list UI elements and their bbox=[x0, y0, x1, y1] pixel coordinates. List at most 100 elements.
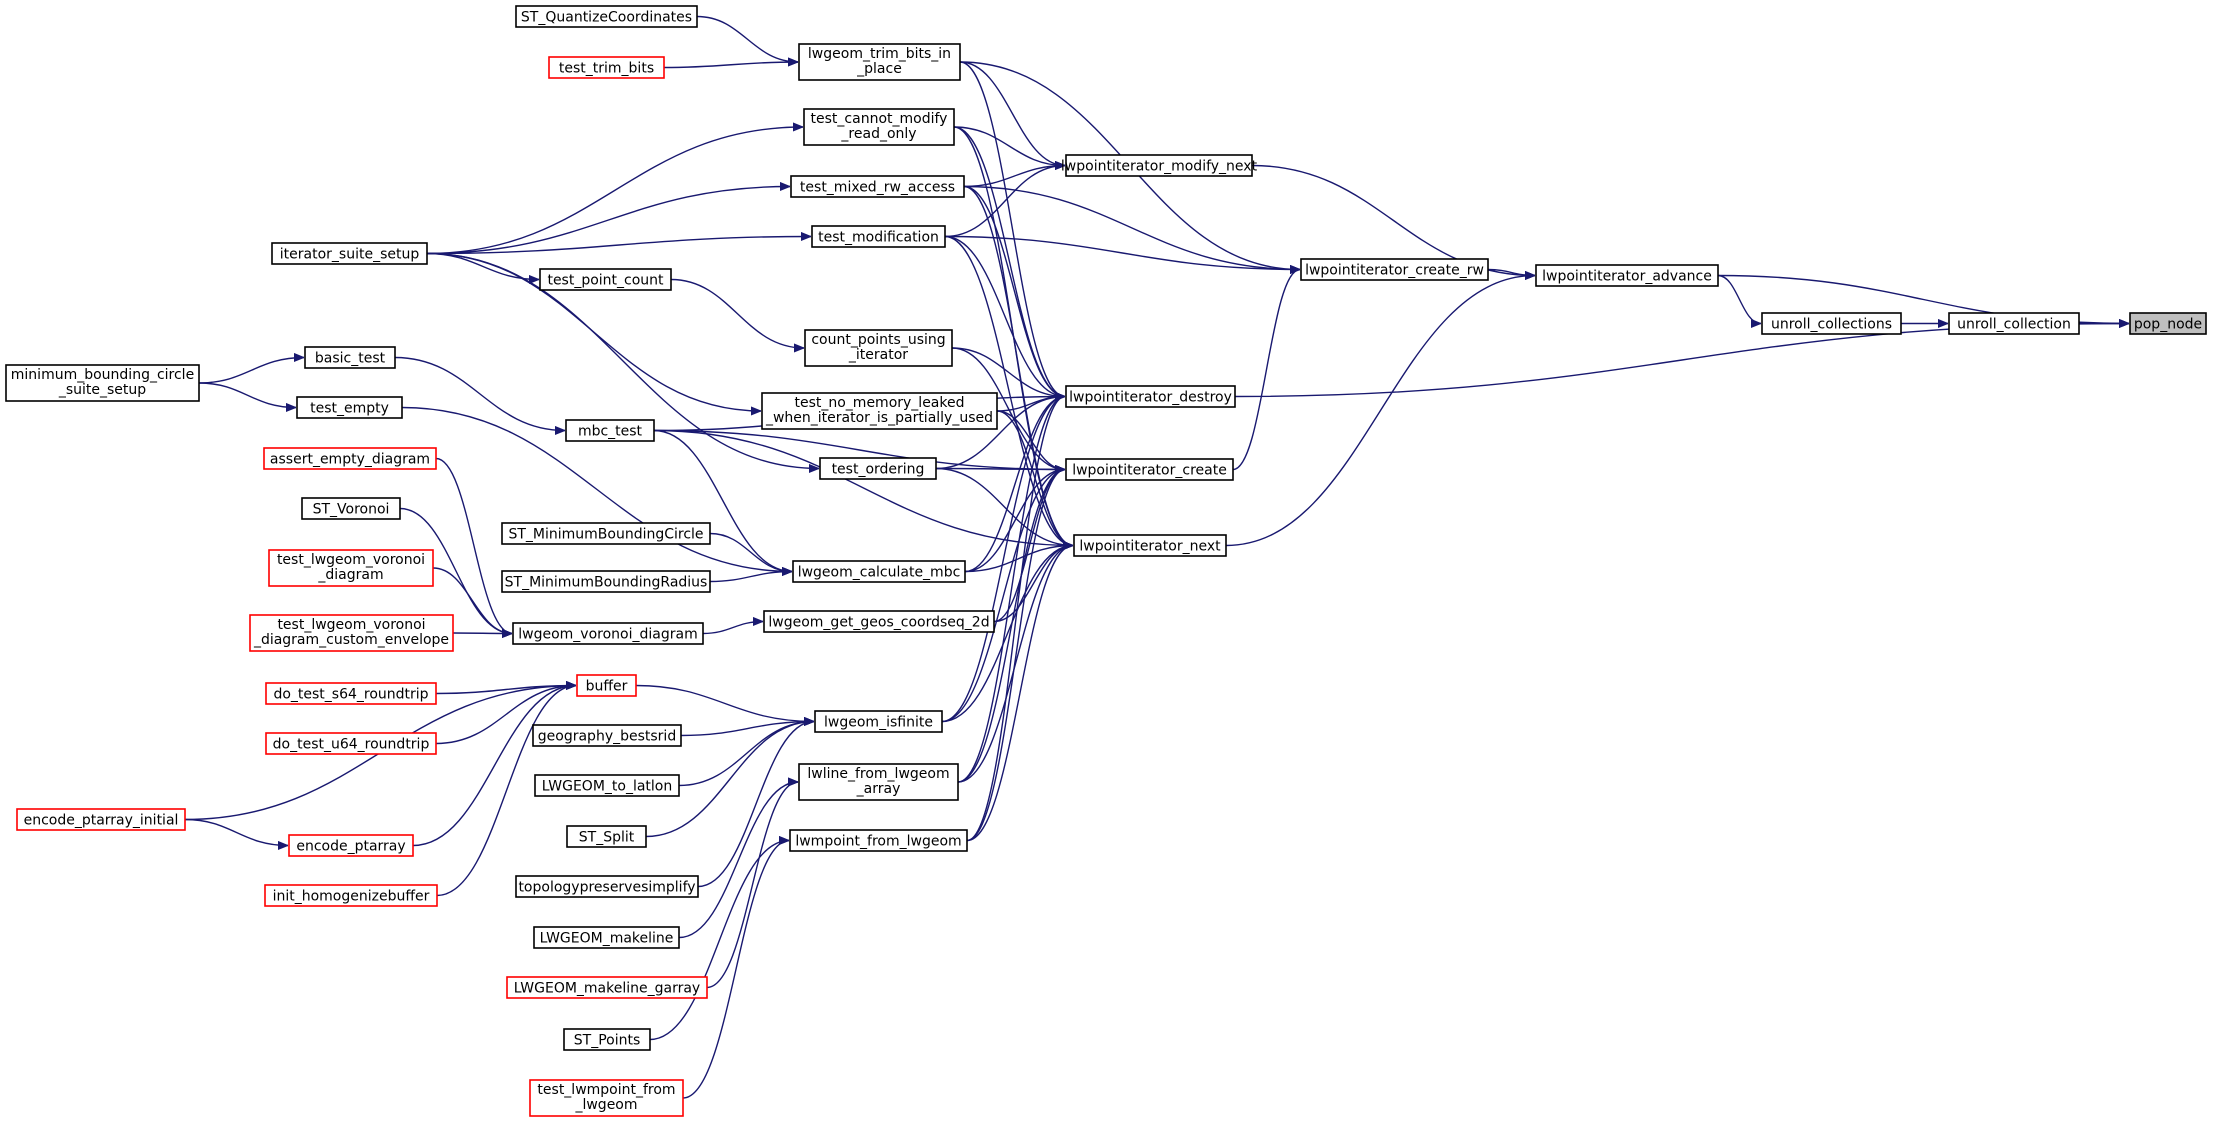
edge-test_lwgeom_voronoi_diagram-to-lwgeom_voronoi_diagram bbox=[432, 567, 512, 634]
edge-lwgeom_calculate_mbc-to-lwpointiterator_create bbox=[964, 470, 1065, 573]
node-unroll-collection[interactable]: unroll_collection bbox=[1948, 312, 2080, 335]
node-assert-empty-diagram[interactable]: assert_empty_diagram bbox=[263, 447, 437, 470]
node-label: test_lwgeom_voronoi bbox=[277, 552, 425, 568]
node-label: init_homogenizebuffer bbox=[273, 889, 430, 905]
node-test-no-memory-leaked[interactable]: test_no_memory_leaked_when_iterator_is_p… bbox=[761, 392, 998, 430]
node-test-empty[interactable]: test_empty bbox=[296, 396, 403, 419]
node-st-voronoi[interactable]: ST_Voronoi bbox=[301, 497, 401, 520]
node-label: basic_test bbox=[315, 351, 386, 367]
edge-lwpointiterator_next-to-lwpointiterator_advance bbox=[1225, 276, 1535, 547]
node-encode-ptarray-initial[interactable]: encode_ptarray_initial bbox=[16, 808, 186, 831]
node-mbc-test[interactable]: mbc_test bbox=[565, 419, 655, 442]
edge-test_mixed_rw_access-to-lwpointiterator_destroy bbox=[963, 185, 1066, 397]
edge-test_modification-to-lwpointiterator_modify_next bbox=[944, 166, 1065, 238]
node-lwpointiterator-create[interactable]: lwpointiterator_create bbox=[1065, 458, 1234, 481]
node-lwgeom-voronoi-diagram[interactable]: lwgeom_voronoi_diagram bbox=[512, 622, 704, 645]
edge-topologypreservesimplify-to-lwgeom_isfinite bbox=[697, 722, 814, 888]
edge-test_mixed_rw_access-to-lwpointiterator_modify_next bbox=[963, 166, 1065, 188]
node-lwmpoint-from-lwgeom[interactable]: lwmpoint_from_lwgeom bbox=[789, 829, 968, 852]
node-label: test_point_count bbox=[547, 273, 664, 289]
edge-test_mixed_rw_access-to-lwpointiterator_create_rw bbox=[963, 185, 1300, 270]
node-label: lwgeom_trim_bits_in bbox=[808, 46, 951, 62]
node-label: test_trim_bits bbox=[559, 61, 654, 77]
node-test-trim-bits[interactable]: test_trim_bits bbox=[548, 56, 665, 79]
edge-lwpointiterator_create-to-lwpointiterator_create_rw bbox=[1232, 270, 1301, 471]
node-label: _array bbox=[856, 781, 901, 797]
edge-lwgeom_calculate_mbc-to-lwpointiterator_destroy bbox=[964, 397, 1066, 573]
edge-LWGEOM_makeline_garray-to-lwline_from_lwgeom_array bbox=[706, 782, 799, 989]
node-st-quantizecoordinates[interactable]: ST_QuantizeCoordinates bbox=[515, 5, 698, 28]
node-label: geography_bestsrid bbox=[538, 729, 676, 745]
node-lwpointiterator-next[interactable]: lwpointiterator_next bbox=[1073, 534, 1227, 557]
node-test-mixed-rw-access[interactable]: test_mixed_rw_access bbox=[790, 175, 965, 198]
node-lwpointiterator-destroy[interactable]: lwpointiterator_destroy bbox=[1065, 385, 1236, 408]
node-label: _iterator bbox=[848, 347, 908, 363]
node-st-minimumboundingradius[interactable]: ST_MinimumBoundingRadius bbox=[501, 570, 711, 593]
node-label: test_lwmpoint_from bbox=[537, 1082, 675, 1098]
node-lwgeom-to-latlon[interactable]: LWGEOM_to_latlon bbox=[534, 774, 680, 797]
node-lwpointiterator-advance[interactable]: lwpointiterator_advance bbox=[1535, 264, 1719, 287]
node-lwgeom-isfinite[interactable]: lwgeom_isfinite bbox=[814, 710, 943, 733]
node-label: unroll_collections bbox=[1771, 317, 1892, 333]
node-label: buffer bbox=[586, 679, 628, 695]
node-pop-node[interactable]: pop_node bbox=[2129, 312, 2207, 335]
node-lwgeom-makeline-garray[interactable]: LWGEOM_makeline_garray bbox=[506, 976, 708, 999]
edge-lwline_from_lwgeom_array-to-lwpointiterator_destroy bbox=[957, 397, 1066, 783]
node-test-lwmpoint-from-lwgeom[interactable]: test_lwmpoint_from_lwgeom bbox=[529, 1079, 684, 1117]
node-iterator-suite-setup[interactable]: iterator_suite_setup bbox=[271, 242, 428, 265]
node-label: LWGEOM_makeline_garray bbox=[514, 981, 700, 997]
node-init-homogenizebuffer[interactable]: init_homogenizebuffer bbox=[264, 884, 438, 907]
node-st-minimumboundingcircle[interactable]: ST_MinimumBoundingCircle bbox=[501, 522, 711, 545]
edge-lwline_from_lwgeom_array-to-lwpointiterator_create bbox=[957, 470, 1066, 783]
node-st-points[interactable]: ST_Points bbox=[563, 1028, 651, 1051]
node-label: lwgeom_get_geos_coordseq_2d bbox=[768, 615, 989, 631]
node-minimum-bounding-circle-suite-setup[interactable]: minimum_bounding_circle_suite_setup bbox=[5, 364, 200, 402]
node-label: do_test_u64_roundtrip bbox=[273, 737, 430, 753]
node-label: test_cannot_modify bbox=[811, 111, 948, 127]
edge-lwgeom_trim_bits_in_place-to-lwpointiterator_modify_next bbox=[959, 61, 1065, 166]
node-label: test_mixed_rw_access bbox=[800, 180, 955, 196]
edge-lwgeom_calculate_mbc-to-lwpointiterator_next bbox=[964, 546, 1073, 573]
edge-test_empty-to-lwgeom_calculate_mbc bbox=[401, 406, 792, 572]
node-count-points-using-iterator[interactable]: count_points_using_iterator bbox=[804, 329, 953, 367]
node-unroll-collections[interactable]: unroll_collections bbox=[1761, 312, 1902, 335]
node-geography-bestsrid[interactable]: geography_bestsrid bbox=[532, 724, 682, 747]
node-lwgeom-get-geos-coordseq-2d[interactable]: lwgeom_get_geos_coordseq_2d bbox=[763, 610, 995, 633]
node-label: lwpointiterator_next bbox=[1079, 539, 1221, 555]
edge-ST_QuantizeCoordinates-to-lwgeom_trim_bits_in_place bbox=[696, 15, 798, 63]
node-lwline-from-lwgeom-array[interactable]: lwline_from_lwgeom_array bbox=[798, 763, 959, 801]
edge-encode_ptarray_initial-to-encode_ptarray bbox=[184, 818, 288, 846]
node-test-modification[interactable]: test_modification bbox=[811, 225, 946, 248]
edge-ST_Split-to-lwgeom_isfinite bbox=[645, 722, 814, 838]
edge-ST_MinimumBoundingRadius-to-lwgeom_calculate_mbc bbox=[709, 572, 792, 583]
edge-lwline_from_lwgeom_array-to-lwpointiterator_next bbox=[957, 546, 1073, 783]
node-st-split[interactable]: ST_Split bbox=[566, 825, 647, 848]
node-lwgeom-makeline[interactable]: LWGEOM_makeline bbox=[533, 926, 680, 949]
edge-test_lwmpoint_from_lwgeom-to-lwmpoint_from_lwgeom bbox=[682, 841, 790, 1099]
edge-iterator_suite_setup-to-test_modification bbox=[426, 237, 811, 255]
node-buffer[interactable]: buffer bbox=[576, 674, 637, 697]
node-test-point-count[interactable]: test_point_count bbox=[539, 268, 672, 291]
node-label: LWGEOM_to_latlon bbox=[542, 779, 673, 795]
node-lwgeom-trim-bits-in-place[interactable]: lwgeom_trim_bits_in_place bbox=[798, 43, 961, 81]
node-lwpointiterator-create-rw[interactable]: lwpointiterator_create_rw bbox=[1300, 258, 1489, 281]
node-label: ST_Points bbox=[574, 1033, 641, 1049]
node-test-lwgeom-voronoi-diagram-custom-envelope[interactable]: test_lwgeom_voronoi_diagram_custom_envel… bbox=[249, 614, 454, 652]
node-encode-ptarray[interactable]: encode_ptarray bbox=[288, 834, 414, 857]
node-lwpointiterator-modify-next[interactable]: lwpointiterator_modify_next bbox=[1061, 154, 1258, 177]
node-topologypreservesimplify[interactable]: topologypreservesimplify bbox=[515, 875, 699, 898]
node-label: lwgeom_isfinite bbox=[824, 715, 933, 731]
edge-encode_ptarray-to-buffer bbox=[412, 686, 576, 847]
node-do-test-u64-roundtrip[interactable]: do_test_u64_roundtrip bbox=[265, 732, 437, 755]
node-lwgeom-calculate-mbc[interactable]: lwgeom_calculate_mbc bbox=[792, 560, 966, 583]
node-label: _diagram bbox=[317, 567, 383, 583]
edge-basic_test-to-mbc_test bbox=[394, 356, 565, 431]
node-test-ordering[interactable]: test_ordering bbox=[819, 457, 937, 480]
node-do-test-s64-roundtrip[interactable]: do_test_s64_roundtrip bbox=[265, 682, 437, 705]
node-label: lwpointiterator_modify_next bbox=[1061, 159, 1258, 175]
node-test-lwgeom-voronoi-diagram[interactable]: test_lwgeom_voronoi_diagram bbox=[268, 549, 434, 587]
node-test-cannot-modify-read-only[interactable]: test_cannot_modify_read_only bbox=[803, 108, 955, 146]
node-label: unroll_collection bbox=[1957, 317, 2071, 333]
edge-geography_bestsrid-to-lwgeom_isfinite bbox=[680, 722, 814, 737]
node-basic-test[interactable]: basic_test bbox=[304, 346, 396, 369]
